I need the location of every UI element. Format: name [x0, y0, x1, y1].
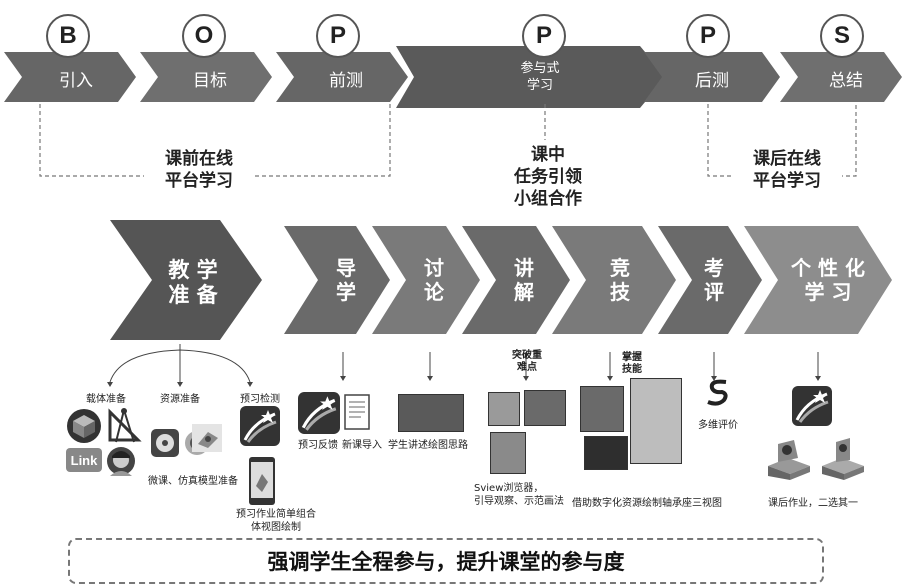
arrowhead	[177, 382, 183, 387]
step-letter-o: O	[182, 14, 226, 58]
chevron-evaluate	[658, 226, 762, 334]
chevron-guide	[284, 226, 390, 334]
chevron-text-explain: 讲 解	[514, 256, 534, 304]
caption-after-class: 课后作业，二选其一	[768, 498, 858, 509]
slide-screenshot	[584, 436, 628, 470]
step-arrow-objective	[140, 52, 272, 102]
chevron-text-evaluate: 考 评	[704, 256, 724, 304]
step-letter-p3: P	[686, 14, 730, 58]
step-label-posttest: 后测	[695, 71, 729, 91]
chevron-explain	[462, 226, 570, 334]
arrowhead	[607, 376, 613, 381]
arrowhead	[107, 382, 113, 387]
bearing-block-model-icon	[768, 440, 810, 480]
sview-part-render-1	[488, 392, 520, 426]
support-block-model-icon	[822, 438, 864, 480]
step-label-intro: 引入	[59, 71, 93, 91]
step-arrow-posttest	[644, 52, 780, 102]
box-3d-icon	[67, 409, 101, 443]
caption-multi-eval: 多维评价	[698, 420, 738, 431]
sub-label-carrier: 载体准备	[86, 394, 126, 405]
phone-model-screenshot	[630, 378, 682, 464]
chevron-text-discuss: 讨 论	[424, 256, 444, 304]
arrowhead	[247, 382, 253, 387]
arrowhead	[523, 376, 529, 381]
step-arrow-intro	[4, 52, 136, 102]
phase-in-class-text: 课中 任务引领 小组合作	[514, 145, 582, 209]
caption-new-lesson: 新课导入	[342, 440, 382, 451]
step-arrow-summary	[780, 52, 902, 102]
link-app-icon-text: Link	[70, 452, 98, 468]
step-letter-s: S	[820, 14, 864, 58]
sub-label-resource: 资源准备	[160, 394, 200, 405]
caption-feedback: 预习反馈	[298, 440, 338, 451]
cad-part-icon	[192, 424, 222, 452]
arrowhead	[815, 376, 821, 381]
video-reel-icon	[151, 429, 179, 457]
platform-logo-icon	[792, 386, 832, 426]
sub-label-breakthrough: 突破重 难点	[512, 350, 542, 373]
bracket-post-class	[707, 104, 857, 177]
arrowhead	[427, 376, 433, 381]
sub-label-master: 掌握 技能	[622, 352, 642, 375]
step-letter-p2: P	[522, 14, 566, 58]
step-arrow-participatory	[396, 46, 666, 108]
chevron-text-guide: 导 学	[336, 256, 356, 304]
step-arrow-pretest	[276, 52, 408, 102]
multi-eval-logo-icon	[707, 379, 728, 406]
platform-logo-icon	[240, 406, 280, 446]
phase-pre-class-text: 课前在线 平台学习	[144, 148, 254, 192]
bopps-arrow-band	[4, 46, 902, 108]
link-app-icon: Link	[66, 448, 102, 472]
chevron-text-personal: 个 性 化 学 习	[791, 256, 865, 304]
chevron-text-compete: 竞 技	[610, 256, 630, 304]
caption-student-explain: 学生讲述绘图思路	[388, 440, 468, 451]
sview-part-render-2	[524, 390, 566, 426]
students-photo	[580, 386, 624, 432]
chevron-discuss	[372, 226, 480, 334]
step-letter-b: B	[46, 14, 90, 58]
step-letter-p1: P	[316, 14, 360, 58]
step-label-objective: 目标	[193, 71, 227, 91]
caption-sview: Sview浏览器， 引导观察、示范画法	[474, 483, 564, 507]
connector-arrows	[107, 344, 821, 387]
document-icon	[344, 394, 370, 430]
caption-micro-course: 微课、仿真模型准备	[148, 476, 238, 487]
step-label-participatory: 参与式 学习	[520, 61, 560, 93]
avatar-icon	[107, 447, 135, 476]
chevron-personal	[744, 226, 892, 334]
caption-digital: 借助数字化资源绘制轴承座三视图	[572, 498, 722, 509]
arrowhead	[340, 376, 346, 381]
classroom-photo	[398, 394, 464, 432]
summary-banner: 强调学生全程参与，提升课堂的参与度	[68, 538, 824, 584]
chevron-text-prep: 教 学 准 备	[168, 258, 218, 307]
chevron-row	[110, 220, 892, 340]
phone-screenshot-icon	[249, 457, 275, 505]
arrowhead	[711, 376, 717, 381]
chevron-prep	[110, 220, 262, 340]
drafting-tools-icon	[108, 408, 142, 443]
platform-logo-icon	[298, 392, 340, 434]
step-label-summary: 总结	[829, 71, 863, 91]
summary-banner-text: 强调学生全程参与，提升课堂的参与度	[267, 550, 625, 574]
chevron-compete	[552, 226, 676, 334]
caption-preview-work: 预习作业简单组合 体视图绘制	[236, 509, 316, 533]
sub-label-pretest: 预习检测	[240, 394, 280, 405]
phase-post-class-text: 课后在线 平台学习	[732, 148, 842, 192]
sview-part-render-3	[490, 432, 526, 474]
step-label-pretest: 前测	[329, 71, 363, 91]
